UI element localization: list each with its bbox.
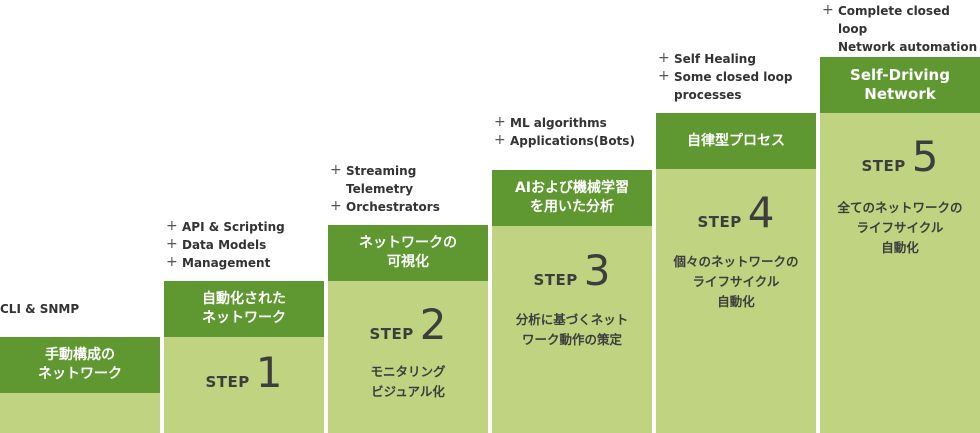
level0-header: 手動構成の ネットワーク [0,337,160,393]
note-item: + ML algorithms [494,114,635,132]
plus-icon: + [494,114,506,130]
step1-number: 1 [255,348,283,397]
step-word: STEP [533,271,578,289]
note-text: Data Models [182,238,267,252]
step3-notes: + ML algorithms + Applications(Bots) [494,114,635,150]
note-text: Complete closed loop Network automation [838,4,978,54]
step-word: STEP [205,373,250,391]
note-item: + Orchestrators [330,198,440,216]
note-item: +Some closed loop processes [658,68,792,104]
step5-description: 全てのネットワークの ライフサイクル 自動化 [837,200,963,255]
step-word: STEP [861,157,906,175]
step3-header: AIおよび機械学習 を用いた分析 [492,170,652,226]
plus-icon: + [822,2,834,18]
note-text: Applications(Bots) [510,134,635,148]
step4-header-text: 自律型プロセス [687,132,785,149]
step2-number: 2 [419,300,447,349]
note-text: Self Healing [674,52,756,66]
plus-icon: + [166,218,178,234]
step5-notes: +Complete closed loop Network automation [822,2,980,56]
note-text: API & Scripting [182,220,285,234]
plus-icon: + [658,68,670,84]
step4-notes: + Self Healing +Some closed loop processe… [658,50,792,104]
note-text: ML algorithms [510,116,607,130]
step1-header: 自動化された ネットワーク [164,281,324,337]
step3-header-text: AIおよび機械学習 を用いた分析 [514,180,630,215]
note-item: +Streaming Telemetry [330,162,440,198]
step4-header: 自律型プロセス [656,113,816,169]
step1-header-text: 自動化された ネットワーク [202,291,286,326]
step2-notes: +Streaming Telemetry + Orchestrators [330,162,440,216]
step4-label: STEP 4 [656,192,816,234]
step-word: STEP [697,213,742,231]
note-item: + Management [166,254,285,272]
plus-icon: + [494,132,506,148]
note-text: Orchestrators [346,200,440,214]
stair-step5 [820,57,980,433]
step5-label: STEP 5 [820,136,980,178]
step-word: STEP [369,325,414,343]
step4-description: 個々のネットワークの ライフサイクル 自動化 [673,254,799,309]
step1-notes: + API & Scripting + Data Models + Managemen… [166,218,285,272]
step3-number: 3 [583,246,611,295]
step2-description: モニタリング ビジュアル化 [370,364,446,399]
level0-header-text: 手動構成の ネットワーク [38,347,122,382]
plus-icon: + [166,254,178,270]
note-item: +Complete closed loop Network automation [822,2,980,56]
note-text: Some closed loop processes [674,70,793,102]
step3-label: STEP 3 [492,250,652,292]
level0-label: CLI & SNMP [0,302,80,316]
step4-number: 4 [747,188,775,237]
step1-label: STEP 1 [164,352,324,394]
step2-header-text: ネットワークの 可視化 [359,235,457,270]
step5-number: 5 [911,132,939,181]
note-item: + API & Scripting [166,218,285,236]
plus-icon: + [166,236,178,252]
step3-description: 分析に基づくネット ワーク動作の策定 [515,312,629,347]
note-text: Streaming Telemetry [346,164,417,196]
plus-icon: + [330,198,342,214]
step2-header: ネットワークの 可視化 [328,225,488,281]
step5-header-text: Self-Driving Network [850,66,950,103]
step2-label: STEP 2 [328,304,488,346]
note-item: + Data Models [166,236,285,254]
plus-icon: + [658,50,670,66]
note-text: Management [182,256,271,270]
note-item: + Applications(Bots) [494,132,635,150]
step5-header: Self-Driving Network [820,57,980,113]
plus-icon: + [330,162,342,178]
note-item: + Self Healing [658,50,792,68]
